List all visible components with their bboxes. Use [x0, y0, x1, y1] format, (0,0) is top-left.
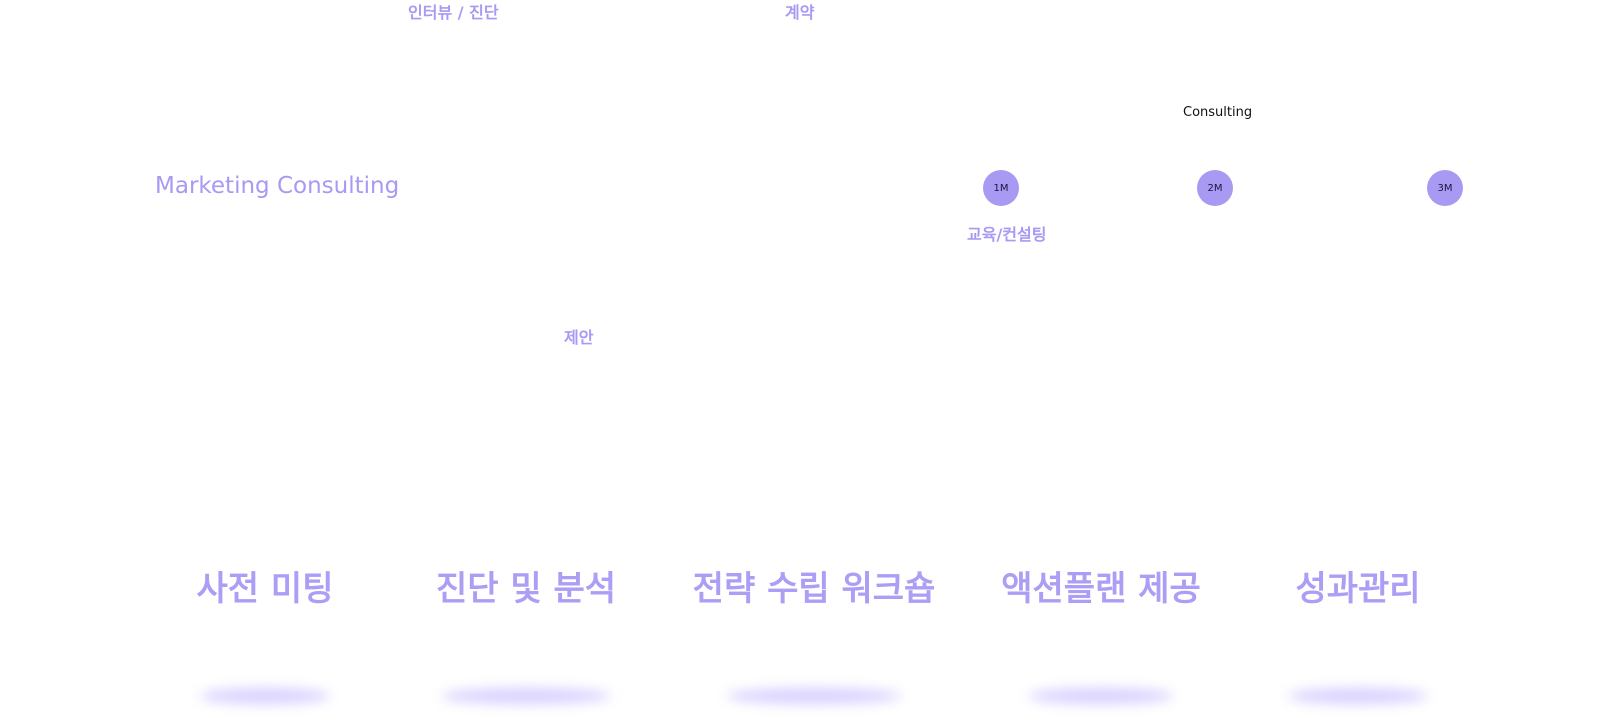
- phase-label-interview: 인터뷰 / 진단: [408, 3, 499, 22]
- step-shadow: [726, 688, 902, 704]
- milestone-3m: 3M: [1427, 170, 1463, 206]
- phase-label-education: 교육/컨설팅: [967, 225, 1047, 244]
- step-shadow: [1288, 688, 1428, 704]
- step-strategy-workshop: 전략 수립 워크숍: [692, 569, 936, 609]
- step-performance-management: 성과관리: [1295, 569, 1421, 609]
- milestone-1m: 1M: [983, 170, 1019, 206]
- phase-label-consulting: Consulting: [1183, 105, 1253, 120]
- step-shadow: [200, 688, 330, 704]
- phase-label-proposal: 제안: [564, 328, 594, 347]
- step-shadow: [1028, 688, 1174, 704]
- step-action-plan: 액션플랜 제공: [1001, 569, 1201, 609]
- diagram-title: Marketing Consulting: [155, 173, 400, 199]
- phase-label-contract: 계약: [785, 3, 815, 22]
- milestone-2m: 2M: [1197, 170, 1233, 206]
- step-diagnosis-analysis: 진단 및 분석: [435, 569, 617, 609]
- step-pre-meeting: 사전 미팅: [196, 569, 334, 609]
- step-shadow: [441, 688, 611, 704]
